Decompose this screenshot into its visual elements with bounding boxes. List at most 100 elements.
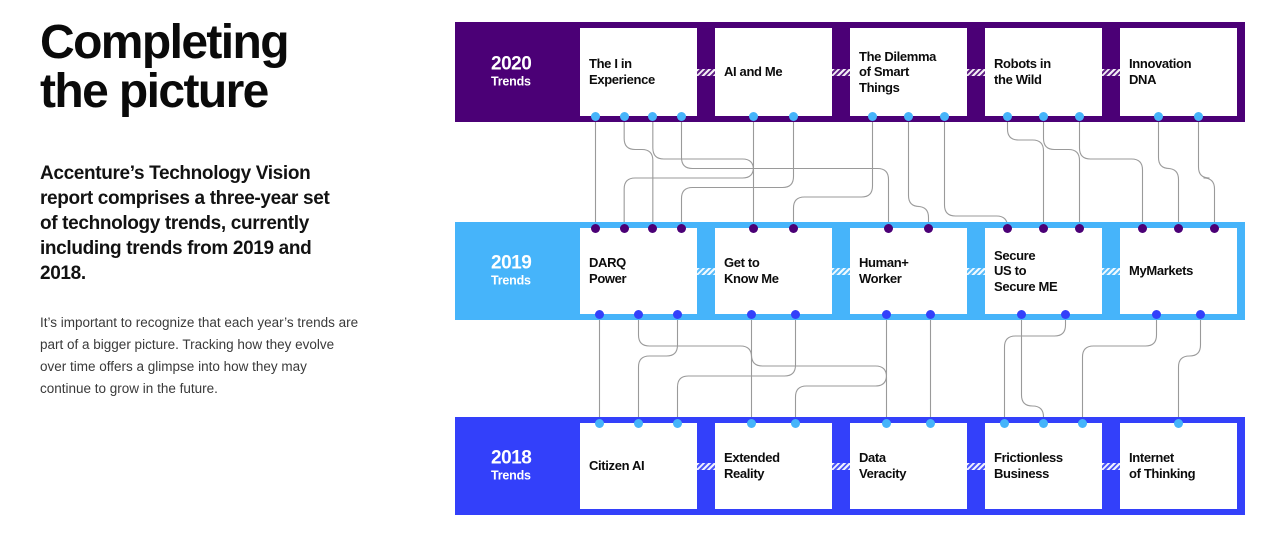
- connector-dot-2019-top: [749, 223, 758, 233]
- connector-dot-2019-top: [884, 223, 893, 233]
- connector-dot-2019-top: [591, 223, 600, 233]
- wire-path: [943, 116, 1009, 228]
- intro-panel: Completing the picture Accenture’s Techn…: [40, 18, 420, 400]
- connector-dot-2020-bottom: [940, 111, 949, 121]
- connector-dot-2020-bottom: [868, 111, 877, 121]
- trend-card[interactable]: The I in Experience: [580, 28, 697, 116]
- connector-dot-2020-bottom: [789, 111, 798, 121]
- trend-card-label: Robots in the Wild: [994, 56, 1051, 87]
- row-year-2020: 2020: [491, 53, 532, 75]
- connector-dot-2020-bottom: [677, 111, 686, 121]
- wire-path: [652, 116, 755, 228]
- wire-path: [1078, 116, 1144, 228]
- card-link-hatch: [697, 267, 715, 275]
- connector-dot-2020-bottom: [749, 111, 758, 121]
- trend-card[interactable]: Get to Know Me: [715, 228, 832, 314]
- wire-path: [680, 116, 890, 228]
- trend-card[interactable]: Citizen AI: [580, 423, 697, 509]
- wire-path: [792, 116, 874, 228]
- connector-dot-2018-top: [747, 418, 756, 428]
- connector-dot-2020-bottom: [1075, 111, 1084, 121]
- connector-dot-2019-bottom: [926, 309, 935, 319]
- trend-card-label: Internet of Thinking: [1129, 450, 1196, 481]
- trend-card[interactable]: DARQ Power: [580, 228, 697, 314]
- trend-card[interactable]: AI and Me: [715, 28, 832, 116]
- card-link-hatch: [832, 462, 850, 470]
- connector-dot-2018-top: [1078, 418, 1087, 428]
- connector-dot-2019-top: [648, 223, 658, 233]
- cards-2018: Citizen AI Extended Reality Data Veracit…: [580, 423, 1237, 509]
- card-link-hatch: [967, 462, 985, 470]
- wire-path: [637, 314, 679, 423]
- trend-card-label: The I in Experience: [589, 56, 655, 87]
- trend-card-label: Data Veracity: [859, 450, 907, 481]
- connector-dot-2019-top: [1003, 223, 1012, 233]
- wire-path: [794, 314, 888, 423]
- trend-card[interactable]: Extended Reality: [715, 423, 832, 509]
- trend-card-label: MyMarkets: [1129, 263, 1194, 279]
- trend-card-label: AI and Me: [724, 64, 783, 80]
- connector-dot-2018-top: [882, 418, 891, 428]
- wire-path: [676, 314, 797, 423]
- trend-card[interactable]: Frictionless Business: [985, 423, 1102, 509]
- connector-dot-2019-bottom: [882, 309, 891, 319]
- trend-card[interactable]: Data Veracity: [850, 423, 967, 509]
- connector-dot-2018-top: [1039, 418, 1048, 428]
- row-2019: 2019 Trends DARQ Power Get to Know Me Hu…: [455, 222, 1245, 320]
- card-link-hatch: [1102, 462, 1120, 470]
- trend-card-label: DARQ Power: [589, 255, 627, 286]
- connector-dot-2019-top: [924, 223, 933, 233]
- connector-dot-2020-bottom: [1194, 111, 1203, 121]
- trend-card[interactable]: Internet of Thinking: [1120, 423, 1237, 509]
- row-year-2018: 2018: [491, 447, 532, 469]
- connector-dot-2018-top: [1174, 418, 1183, 428]
- trend-card-label: Extended Reality: [724, 450, 780, 481]
- trend-card-label: The Dilemma of Smart Things: [859, 48, 937, 95]
- cards-2019: DARQ Power Get to Know Me Human+ Worker …: [580, 228, 1237, 314]
- trend-card-label: Innovation DNA: [1129, 56, 1192, 87]
- trend-card-label: Secure US to Secure ME: [994, 247, 1058, 294]
- wire-path: [623, 116, 654, 228]
- connector-dot-2018-top: [791, 418, 800, 428]
- wire-path: [750, 314, 888, 423]
- row-label-2018: 2018 Trends: [491, 447, 532, 484]
- connector-dot-2018-top: [1000, 418, 1009, 428]
- connector-dot-2019-bottom: [1017, 309, 1026, 319]
- page-title: Completing the picture: [40, 16, 290, 119]
- wire-path: [1042, 116, 1081, 228]
- trend-card-label: Citizen AI: [589, 458, 645, 474]
- connector-dot-2019-top: [1138, 223, 1147, 233]
- intro-lead-paragraph: Accenture’s Technology Vision report com…: [40, 162, 330, 285]
- connector-dot-2019-bottom: [1196, 309, 1205, 319]
- connector-dot-2018-top: [595, 418, 604, 428]
- wire-path: [623, 116, 755, 228]
- trend-card[interactable]: MyMarkets: [1120, 228, 1237, 314]
- cards-2020: The I in Experience AI and Me The Dilemm…: [580, 28, 1237, 116]
- connector-dot-2019-top: [1039, 223, 1048, 233]
- row-year-2019: 2019: [491, 252, 532, 274]
- connector-dot-2018-top: [673, 418, 682, 428]
- card-link-hatch: [1102, 267, 1120, 275]
- wire-path: [1081, 314, 1158, 423]
- trend-card[interactable]: Innovation DNA: [1120, 28, 1237, 116]
- row-label-2020: 2020 Trends: [491, 53, 532, 90]
- wire-path: [1003, 314, 1067, 423]
- trend-card[interactable]: Human+ Worker: [850, 228, 967, 314]
- intro-body-paragraph: It’s important to recognize that each ye…: [40, 315, 359, 396]
- card-link-hatch: [832, 267, 850, 275]
- connector-dot-2019-top: [619, 223, 629, 233]
- wire-path: [1020, 314, 1045, 423]
- trend-card[interactable]: Robots in the Wild: [985, 28, 1102, 116]
- connector-dot-2020-bottom: [619, 111, 629, 121]
- connector-dot-2019-bottom: [747, 309, 756, 319]
- connector-dot-2019-top: [677, 223, 686, 233]
- trend-card[interactable]: Secure US to Secure ME: [985, 228, 1102, 314]
- connector-dot-2018-top: [926, 418, 935, 428]
- connector-dot-2019-bottom: [595, 309, 604, 319]
- trend-card[interactable]: The Dilemma of Smart Things: [850, 28, 967, 116]
- row-label-2019: 2019 Trends: [491, 252, 532, 289]
- connector-dot-2020-bottom: [1003, 111, 1012, 121]
- wire-path: [637, 314, 753, 423]
- connector-dot-2019-bottom: [791, 309, 800, 319]
- connector-dot-2019-top: [1075, 223, 1084, 233]
